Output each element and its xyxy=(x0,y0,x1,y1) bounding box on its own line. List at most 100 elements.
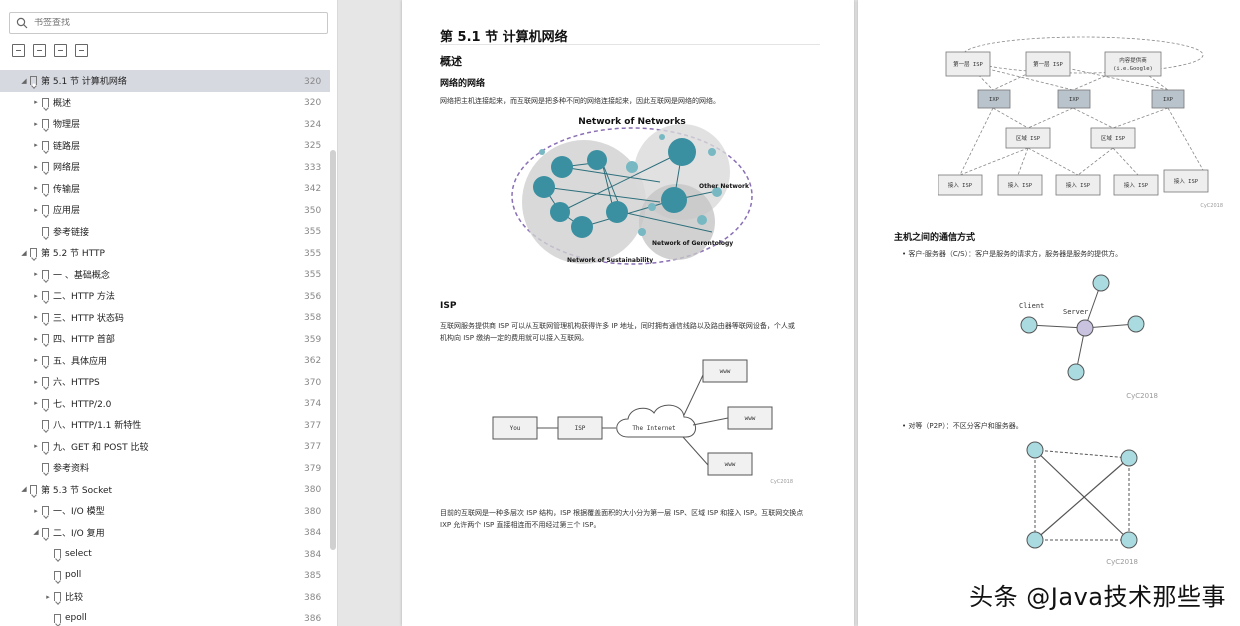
ixp-2: IXP xyxy=(1069,97,1080,103)
region-isp-2: 区域 ISP xyxy=(1101,134,1126,142)
bookmark-icon xyxy=(42,97,49,107)
bookmark-label: 二、I/O 复用 xyxy=(53,528,105,539)
bookmark-item[interactable]: 八、HTTP/1.1 新特性 377 xyxy=(0,414,330,436)
content-provider: 内容提供商 xyxy=(1119,56,1147,64)
expand-toggle-icon[interactable]: ▸ xyxy=(34,184,38,193)
title-divider xyxy=(440,44,820,45)
expand-toggle-icon[interactable]: ▸ xyxy=(34,334,38,343)
expand-toggle-icon[interactable]: ▸ xyxy=(34,399,38,408)
bookmark-icon xyxy=(42,420,49,430)
expand-toggle-icon[interactable]: ◢ xyxy=(21,248,27,257)
bookmark-label: 第 5.3 节 Socket xyxy=(41,485,113,496)
expand-toggle-icon[interactable]: ▸ xyxy=(34,291,38,300)
document-view[interactable]: 第 5.1 节 计算机网络 概述 网络的网络 网络把主机连接起来，而互联网是把多… xyxy=(338,0,1240,626)
expand-toggle-icon[interactable]: ▸ xyxy=(34,377,38,386)
bookmark-label: 四、HTTP 首部 xyxy=(53,335,115,346)
expand-toggle-icon[interactable]: ▸ xyxy=(34,442,38,451)
access-isp-2: 接入 ISP xyxy=(1008,181,1033,189)
expand-toggle-icon[interactable]: ▸ xyxy=(46,592,50,601)
bookmark-icon xyxy=(42,291,49,301)
bookmark-page-number: 358 xyxy=(304,313,322,324)
bookmark-label: 八、HTTP/1.1 新特性 xyxy=(53,421,142,432)
expand-toggle-icon[interactable]: ▸ xyxy=(34,506,38,515)
expand-toggle-icon[interactable]: ▸ xyxy=(34,98,38,107)
expand-toggle-icon[interactable]: ▸ xyxy=(34,313,38,322)
subsection-heading: 网络的网络 xyxy=(440,79,486,89)
bookmark-search-box[interactable] xyxy=(9,12,328,34)
bookmark-item[interactable]: ▸ 链路层 325 xyxy=(0,135,330,157)
add-bookmark-icon[interactable] xyxy=(54,44,67,57)
bookmark-page-number: 377 xyxy=(304,420,322,431)
bookmark-page-number: 325 xyxy=(304,141,322,152)
bookmark-page-number: 355 xyxy=(304,227,322,238)
bookmark-page-number: 374 xyxy=(304,399,322,410)
bullet-p2p-text: 对等（P2P）：不区分客户和服务器。 xyxy=(908,422,1023,430)
access-isp-5: 接入 ISP xyxy=(1174,177,1199,185)
bookmark-page-number: 385 xyxy=(304,571,322,582)
expand-toggle-icon[interactable]: ◢ xyxy=(33,528,39,537)
isp-internet-figure: You ISP The Internet www www www CyC2018 xyxy=(492,359,793,485)
bookmark-label: 链路层 xyxy=(53,141,81,152)
bookmark-page-number: 377 xyxy=(304,442,322,453)
bookmark-label: epoll xyxy=(65,613,87,624)
cs-credit: CyC2018 xyxy=(1126,392,1158,400)
expand-toggle-icon[interactable]: ▸ xyxy=(34,119,38,128)
paragraph-isp-2: 机构向 ISP 缴纳一定的费用就可以接入互联网。 xyxy=(440,334,589,342)
sidebar-scrollbar[interactable] xyxy=(330,150,336,550)
expand-toggle-icon[interactable]: ▸ xyxy=(34,205,38,214)
bookmark-page-number: 355 xyxy=(304,248,322,259)
expand-toggle-icon[interactable]: ▸ xyxy=(34,356,38,365)
bullet-cs-text: 客户-服务器（C/S）：客户是服务的请求方，服务器是服务的提供方。 xyxy=(908,250,1123,258)
bookmark-icon xyxy=(30,76,37,86)
bookmark-toolbar xyxy=(12,44,88,57)
collapse-all-icon[interactable] xyxy=(33,44,46,57)
expand-toggle-icon[interactable]: ◢ xyxy=(21,485,27,494)
bookmark-page-number: 359 xyxy=(304,334,322,345)
expand-toggle-icon[interactable]: ▸ xyxy=(34,270,38,279)
bookmark-item[interactable]: ▸ 四、HTTP 首部 359 xyxy=(0,328,330,350)
watermark-text: 头条 @Java技术那些事 xyxy=(969,583,1226,611)
bookmark-page-number: 380 xyxy=(304,506,322,517)
expand-toggle-icon[interactable]: ◢ xyxy=(21,76,27,85)
bookmark-icon xyxy=(42,527,49,537)
expand-toggle-icon[interactable]: ▸ xyxy=(34,141,38,150)
expand-toggle-icon[interactable]: ▸ xyxy=(34,162,38,171)
fig1-label-other: Other Network xyxy=(699,183,750,190)
bookmark-search-input[interactable] xyxy=(34,18,314,28)
pdf-page-right: 第一层 ISP 第一层 ISP 内容提供商 (i.e.Google) IXP I… xyxy=(858,0,1240,626)
fig1-title: Network of Networks xyxy=(578,117,685,127)
expand-all-icon[interactable] xyxy=(12,44,25,57)
pdf-page-left: 第 5.1 节 计算机网络 概述 网络的网络 网络把主机连接起来，而互联网是把多… xyxy=(402,0,854,626)
bookmark-icon xyxy=(54,549,61,559)
bookmark-page-number: 356 xyxy=(304,291,322,302)
bookmark-label: select xyxy=(65,548,92,559)
bookmark-label: 一 、基础概念 xyxy=(53,270,110,281)
bookmark-icon xyxy=(42,226,49,236)
bookmark-icon[interactable] xyxy=(75,44,88,57)
